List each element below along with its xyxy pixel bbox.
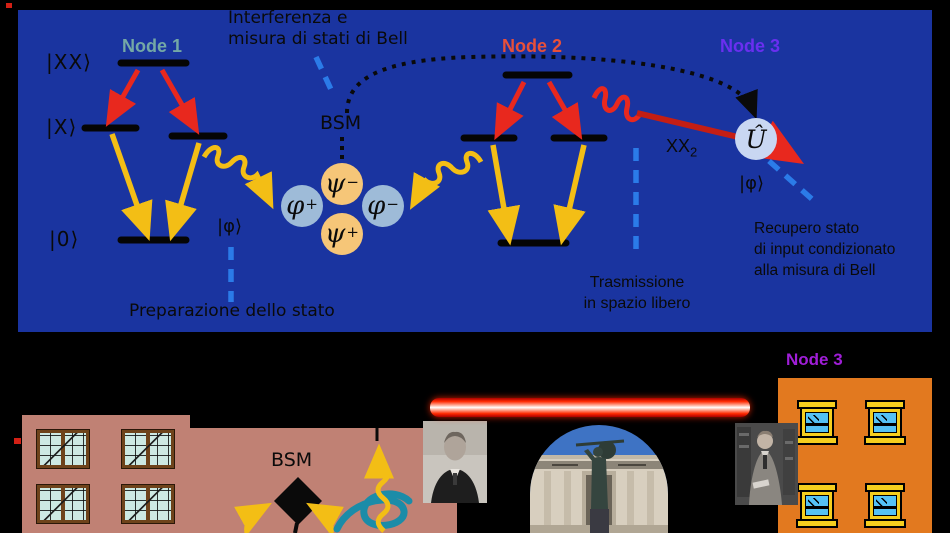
- u-gate-label: Û: [745, 124, 767, 154]
- window-sash: [806, 423, 828, 427]
- ket-zero-label: |0⟩: [49, 227, 80, 251]
- interference-note: Interferenza e misura di stati di Bell: [228, 8, 408, 50]
- window-frame: [800, 407, 834, 438]
- window-sill: [864, 436, 906, 445]
- orange-window: [864, 483, 906, 528]
- fermi-portrait-photo: [735, 423, 798, 505]
- xx2-label: XX2: [666, 136, 697, 160]
- orange-window: [796, 483, 838, 528]
- marconi-portrait-photo: [423, 421, 487, 503]
- window-sill: [864, 519, 906, 528]
- window-glass: [805, 495, 829, 516]
- ket-xx-label: |XX⟩: [46, 50, 92, 74]
- ket-phi-left-label: |φ⟩: [217, 216, 242, 237]
- window-sash: [874, 423, 896, 427]
- window-frame: [868, 407, 902, 438]
- transmission-note-line2: in spazio libero: [583, 295, 691, 312]
- window-glass: [873, 412, 897, 433]
- laser-beam: [430, 398, 750, 417]
- unitary-gate-circle: Û: [735, 118, 777, 160]
- red-marker-dot: [6, 3, 12, 8]
- window-sash: [874, 506, 896, 510]
- red-marker-tick: [14, 438, 21, 444]
- window-frame: [868, 490, 902, 521]
- orange-window: [796, 400, 838, 445]
- window-sill: [796, 519, 838, 528]
- xx2-sub: 2: [690, 144, 698, 160]
- rose-building-left: [22, 415, 190, 533]
- rose-window: [36, 484, 90, 524]
- node1-label: Node 1: [122, 36, 183, 56]
- recovery-note-line1: Recupero stato: [754, 220, 860, 237]
- recovery-note-line2: di input condizionato: [754, 241, 896, 258]
- bsm-label-top: BSM: [320, 112, 362, 134]
- bell-state-psi-plus: ψ+: [321, 213, 363, 255]
- orange-building-node3: [778, 378, 932, 533]
- transmission-note: Trasmissione in spazio libero: [557, 272, 717, 314]
- bell-sign: +: [305, 195, 318, 213]
- bsm-label-street: BSM: [271, 449, 313, 471]
- rose-window: [121, 484, 175, 524]
- bell-letter: ψ: [325, 219, 346, 249]
- bell-sign: −: [346, 173, 359, 191]
- xx2-base: XX: [666, 136, 691, 156]
- orange-window: [864, 400, 906, 445]
- window-glass: [873, 495, 897, 516]
- bell-letter: φ: [286, 191, 305, 221]
- bell-letter: ψ: [325, 169, 346, 199]
- rose-window: [121, 429, 175, 469]
- bell-state-psi-minus: ψ−: [321, 163, 363, 205]
- ket-x-label: |X⟩: [46, 115, 78, 139]
- bsm-wall-panel: [190, 428, 457, 533]
- interference-note-line1: Interferenza e: [228, 8, 348, 28]
- bell-letter: φ: [367, 191, 386, 221]
- bell-sign: −: [386, 195, 399, 213]
- recovery-note-line3: alla misura di Bell: [754, 262, 876, 279]
- bell-state-phi-plus: φ+: [281, 185, 323, 227]
- window-sill: [796, 436, 838, 445]
- university-arch-photo: [530, 425, 668, 533]
- node3-label-top: Node 3: [720, 36, 781, 56]
- bell-sign: +: [346, 223, 359, 241]
- interference-note-line2: misura di stati di Bell: [228, 29, 408, 49]
- scheme-panel: [18, 10, 932, 332]
- bell-state-phi-minus: φ−: [362, 185, 404, 227]
- rose-window: [36, 429, 90, 469]
- window-glass: [805, 412, 829, 433]
- node3-label-street: Node 3: [786, 350, 843, 369]
- window-frame: [800, 490, 834, 521]
- window-sash: [806, 506, 828, 510]
- node2-label: Node 2: [502, 36, 563, 56]
- preparation-note: Preparazione dello stato: [129, 301, 335, 321]
- transmission-note-line1: Trasmissione: [589, 274, 685, 291]
- ket-phi-right-label: |φ⟩: [739, 173, 764, 194]
- recovery-note: Recupero stato di input condizionato all…: [754, 218, 895, 281]
